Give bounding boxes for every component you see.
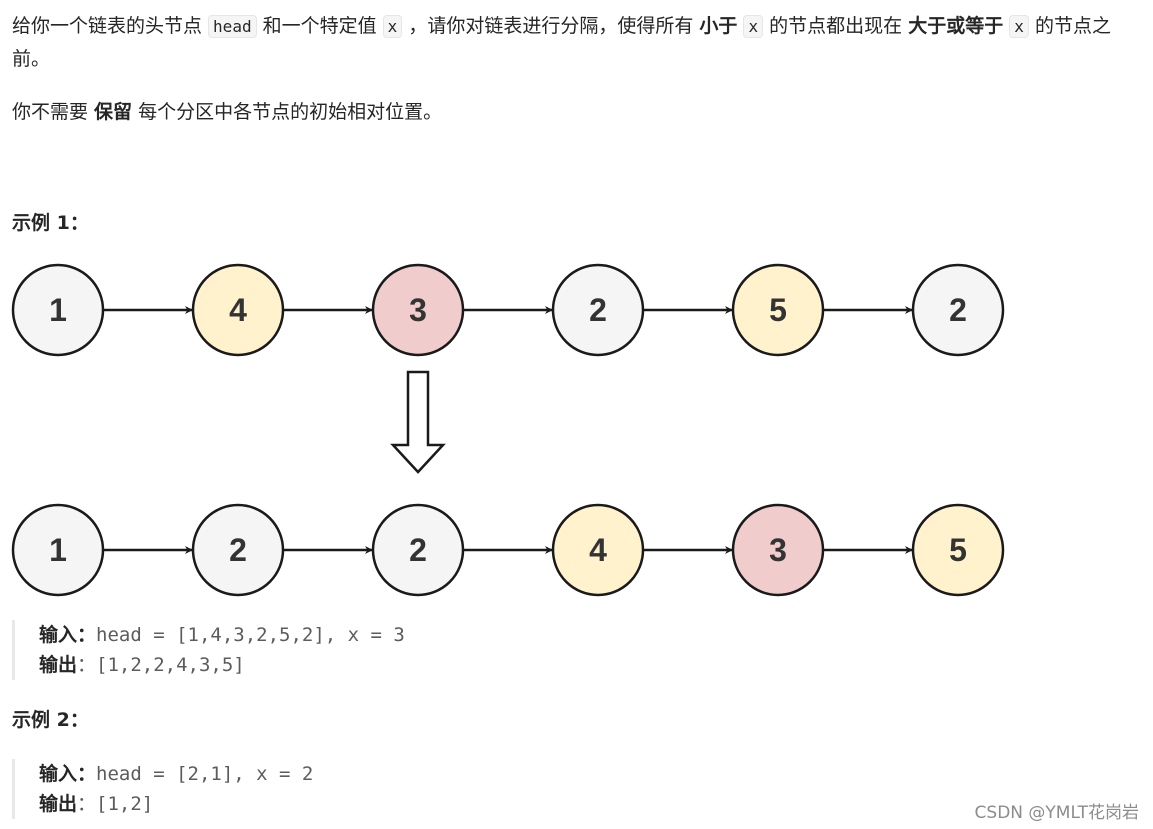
node-value: 2 [409,532,427,568]
example-2-output: 输出：[1,2] [39,789,313,819]
list-node [911,263,1005,357]
node-value: 3 [769,532,787,568]
output-separator: ： [77,793,97,815]
node-value: 5 [949,532,967,568]
node-value: 1 [49,532,67,568]
text-segment: 的节点之前。 [12,15,1111,70]
node-value: 1 [49,292,67,328]
input-value: head = [1,4,3,2,5,2], x = 3 [96,624,405,646]
input-value: head = [2,1], x = 2 [96,763,314,785]
inline-code-x: x [743,15,764,38]
text-segment: ，请你对链表进行分隔，使得所有 [402,15,700,37]
inline-code-head: head [208,15,257,38]
node-value: 5 [769,292,787,328]
bold-greater-or-equal: 大于或等于 [908,15,1004,37]
bold-less-than: 小于 [699,15,738,37]
list-node [371,503,465,597]
text-segment: 你不需要 [12,101,95,123]
node-value: 3 [409,292,427,328]
watermark: CSDN @YMLT花岗岩 [974,803,1139,823]
output-value: [1,2,2,4,3,5] [96,654,245,676]
down-arrow-icon [390,370,446,474]
list-node [551,503,645,597]
problem-note: 你不需要 保留 每个分区中各节点的初始相对位置。 [12,96,1142,128]
output-label: 输出 [39,654,78,676]
text-segment: 和一个特定值 [256,15,383,37]
input-label: 输入： [39,624,97,646]
list-node [731,503,825,597]
text-segment: 的节点都出现在 [763,15,909,37]
text-segment: 给你一个链表的头节点 [12,15,209,37]
list-node [191,503,285,597]
example-1-output: 输出：[1,2,2,4,3,5] [39,650,405,680]
list-node [551,263,645,357]
text-segment: 每个分区中各节点的初始相对位置。 [132,101,443,123]
bold-keep: 保留 [94,101,133,123]
output-separator: ： [77,654,97,676]
list-node [371,263,465,357]
output-value: [1,2] [96,793,154,815]
node-value: 2 [589,292,607,328]
list-node [731,263,825,357]
node-value: 4 [229,292,247,328]
node-value: 2 [949,292,967,328]
input-label: 输入： [39,763,97,785]
example-2-title: 示例 2： [12,709,89,731]
example-1-io: 输入：head = [1,4,3,2,5,2], x = 3 输出：[1,2,2… [12,620,405,680]
example-1-input: 输入：head = [1,4,3,2,5,2], x = 3 [39,620,405,650]
inline-code-x: x [1009,15,1029,38]
list-node [11,503,105,597]
list-after: 1 2 2 4 3 5 [11,503,1005,597]
node-value: 4 [589,532,607,568]
linked-list-diagram: 1 4 3 2 5 2 1 2 2 4 3 5 [11,263,1005,597]
list-node [911,503,1005,597]
node-value: 2 [229,532,247,568]
example-1-title: 示例 1： [12,212,89,234]
output-label: 输出 [39,793,78,815]
example-2-io: 输入：head = [2,1], x = 2 输出：[1,2] [12,759,313,819]
problem-description: 给你一个链表的头节点 head 和一个特定值 x ，请你对链表进行分隔，使得所有… [12,10,1142,75]
list-node [191,263,285,357]
list-before: 1 4 3 2 5 2 [11,263,1005,357]
list-node [11,263,105,357]
inline-code-x: x [382,15,403,38]
example-2-input: 输入：head = [2,1], x = 2 [39,759,313,789]
